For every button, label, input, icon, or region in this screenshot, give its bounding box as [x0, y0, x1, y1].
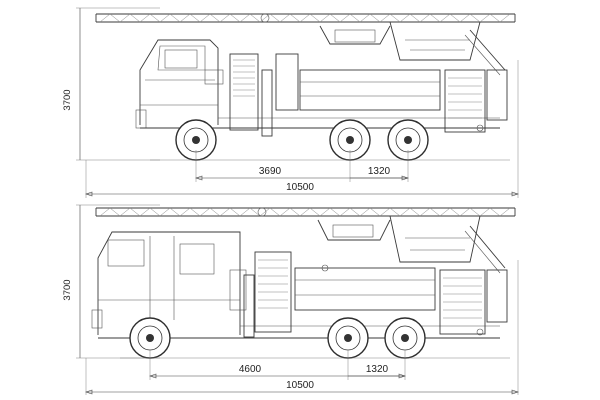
rear-wheel-1-top — [329, 119, 371, 161]
height-dimension-label-bottom: 3700 — [62, 279, 73, 300]
chassis-top — [140, 53, 508, 137]
wheelbase-label-bottom: 4600 — [239, 364, 262, 375]
axle-spacing-label-bottom: 1320 — [366, 364, 389, 375]
view-bottom: 3700 — [62, 204, 519, 395]
height-dimension-label-top: 3700 — [62, 89, 73, 110]
ladder-boom-top — [95, 13, 516, 76]
axle-spacing-label-top: 1320 — [368, 166, 391, 177]
view-top: 3700 — [62, 7, 519, 198]
rear-wheel-1-bottom — [327, 317, 369, 359]
front-wheel-bottom — [129, 317, 171, 359]
cab-top — [135, 39, 224, 129]
overall-length-label-top: 10500 — [286, 182, 314, 193]
wheelbase-label-top: 3690 — [259, 166, 282, 177]
ladder-boom-bottom — [95, 207, 516, 274]
front-wheel-top — [175, 119, 217, 161]
rear-wheel-2-top — [387, 119, 429, 161]
crew-cab-bottom — [91, 231, 247, 335]
overall-length-label-bottom: 10500 — [286, 380, 314, 391]
